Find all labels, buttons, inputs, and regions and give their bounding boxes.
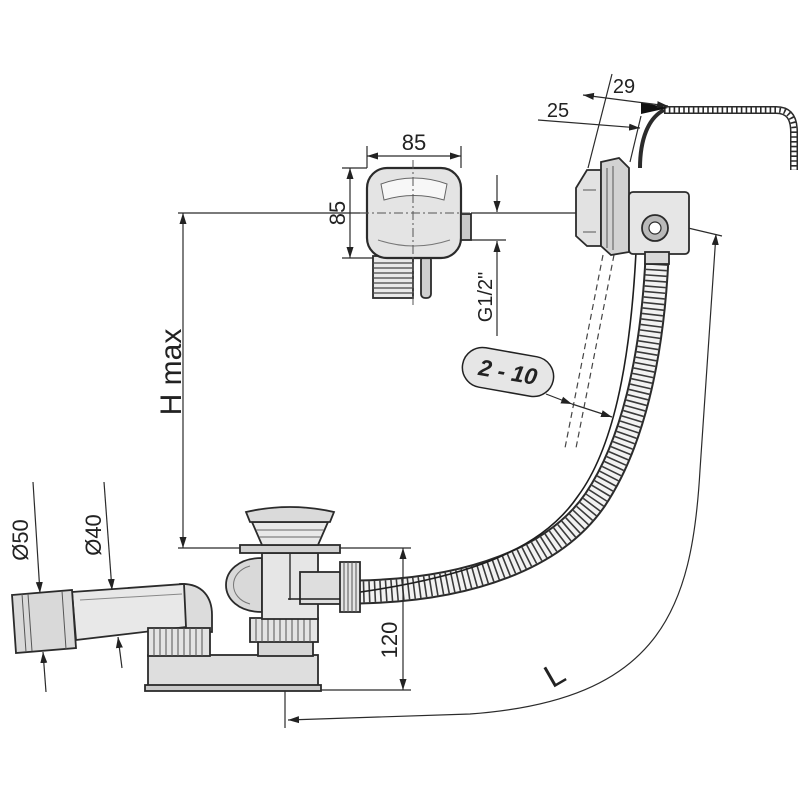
dia50-label: Ø50 [8,519,33,561]
dim120-label: 120 [377,622,402,659]
valve-neck [644,251,670,265]
valve-port-inner [648,221,662,235]
cap-rod [420,255,432,299]
dia50-line-bottom [40,651,48,693]
outlet-pipe-50-end [11,589,77,654]
dia40-line-top [103,481,115,591]
length-dim-curve [287,233,719,724]
trap-base-body [147,654,319,688]
dia40-label: Ø40 [81,514,106,556]
overflow-valve [575,157,690,265]
cable-twist [664,107,797,170]
waste-assembly [225,506,361,657]
length-top-extension [687,227,723,237]
overflow-cap [360,160,472,305]
dim29-label: 29 [613,76,635,98]
waste-dome-detail [233,565,251,605]
dim29-line [582,92,669,109]
cap-thread-ribs [373,262,413,294]
hose-fill [357,257,668,603]
outlet-pipe [11,583,213,654]
trap-left-nut [147,627,211,657]
hose-connector-nut [339,561,361,613]
hose-outline [357,257,670,605]
valve-flange-detail [583,166,614,250]
cable-fill [664,107,797,170]
cable-rise [638,108,666,169]
trap-base-rim [144,684,322,692]
dim85-height-label: 85 [325,201,350,225]
outlet-pipe-40-shade [79,593,183,601]
plug-body [250,521,330,546]
valve-front-plate [575,169,602,247]
trap-left-nut-ribs [153,628,203,656]
dim25-label: 25 [547,100,569,122]
corrugated-hose [357,257,670,605]
waste-overflow-dome [225,557,263,613]
range-badge: 2 - 10 [461,346,555,398]
range-arrow-right [571,403,613,418]
bath-wall-dashed [564,254,615,449]
cap-thread-stub [372,255,414,299]
cap-highlight [380,177,448,201]
g12-thread-label: G1/2" [475,272,497,322]
dim85-width-label: 85 [402,130,426,155]
cap-nub [460,213,472,241]
hose-ribs [357,257,668,603]
dim25-line [537,119,641,131]
dia40-line-bottom [115,636,123,669]
control-cable [638,106,798,170]
cable-outline [664,106,798,170]
plug-cap [244,506,336,523]
outlet-pipe-50-ribs [21,590,67,653]
dia50-line-top [32,481,43,594]
range-leader [545,393,573,405]
hmax-label: H max [155,329,188,416]
length-label: L [538,654,571,694]
valve-flange [600,157,630,256]
waste-lower-nut [249,617,319,643]
plug-flange [239,544,341,554]
